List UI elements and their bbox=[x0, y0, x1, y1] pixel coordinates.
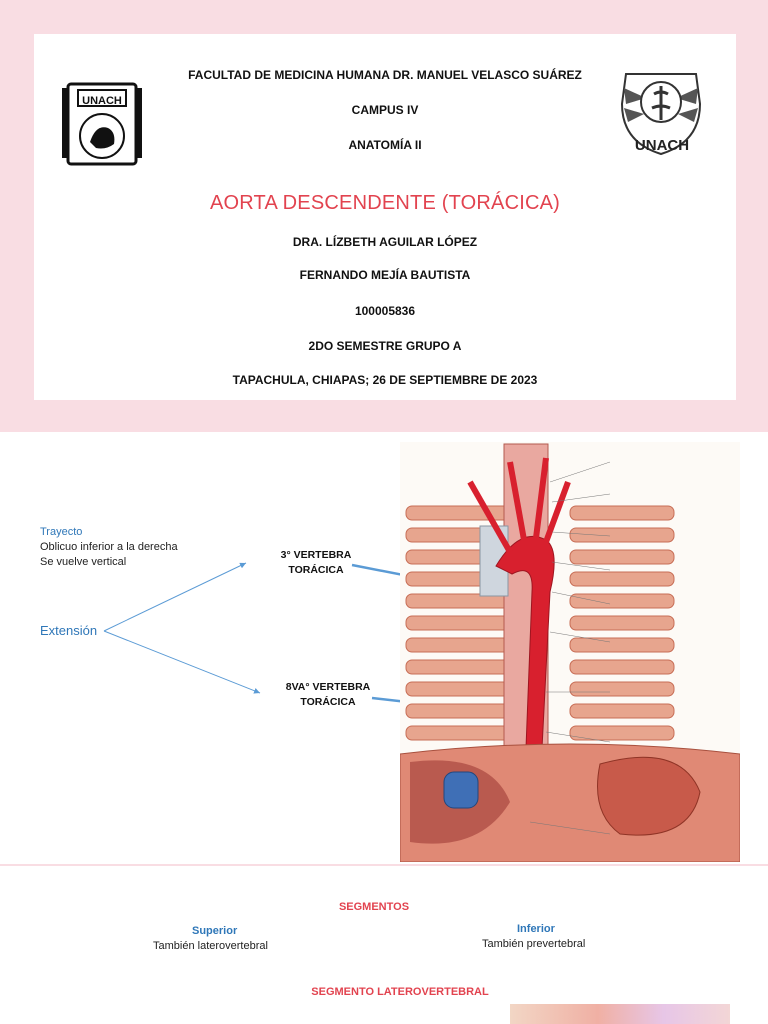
extension-label: Extensión bbox=[40, 623, 98, 638]
inferior-description: También prevertebral bbox=[482, 938, 586, 950]
group-info: 2DO SEMESTRE GRUPO A bbox=[308, 339, 462, 353]
campus: CAMPUS IV bbox=[351, 103, 419, 117]
cover-slide: UNACH UNACH FACULTAD DE MEDICINA HUMANA … bbox=[34, 34, 736, 400]
trayecto-line-2: Se vuelve vertical bbox=[40, 556, 127, 568]
logo-right-text: UNACH bbox=[634, 137, 690, 154]
unach-eagle-logo-right bbox=[620, 73, 702, 156]
aorta-anatomy-illustration bbox=[400, 442, 740, 862]
segmentos-heading: SEGMENTOS bbox=[338, 901, 410, 913]
place-date: TAPACHULA, CHIAPAS; 26 DE SEPTIEMBRE DE … bbox=[232, 373, 538, 387]
inferior-label: Inferior bbox=[517, 923, 555, 935]
trayecto-label: Trayecto bbox=[40, 526, 83, 538]
segments-slide: SEGMENTOS Superior También laterovertebr… bbox=[0, 866, 768, 1024]
segmento-laterovertebral-heading: SEGMENTO LATEROVERTEBRAL bbox=[311, 986, 489, 998]
trajectory-slide: Trayecto Oblicuo inferior a la derecha S… bbox=[0, 432, 768, 864]
vertebra-8-label: 8VA° VERTEBRA TORÁCICA bbox=[285, 681, 371, 708]
trayecto-line-1: Oblicuo inferior a la derecha bbox=[40, 541, 178, 553]
faculty-name: FACULTAD DE MEDICINA HUMANA DR. MANUEL V… bbox=[188, 68, 582, 82]
student-name: FERNANDO MEJÍA BAUTISTA bbox=[299, 268, 471, 282]
laterovertebral-image-partial bbox=[510, 1004, 730, 1024]
document-title: AORTA DESCENDENTE (TORÁCICA) bbox=[209, 192, 561, 214]
superior-description: También laterovertebral bbox=[153, 940, 268, 952]
unach-shield-logo-left bbox=[62, 82, 142, 166]
vertebra-3-label: 3° VERTEBRA TORÁCICA bbox=[280, 549, 352, 576]
student-id: 100005836 bbox=[354, 304, 416, 318]
subject: ANATOMÍA II bbox=[348, 138, 422, 152]
logo-left-text: UNACH bbox=[82, 95, 122, 107]
teacher-name: DRA. LÍZBETH AGUILAR LÓPEZ bbox=[292, 235, 478, 249]
superior-label: Superior bbox=[192, 925, 238, 937]
